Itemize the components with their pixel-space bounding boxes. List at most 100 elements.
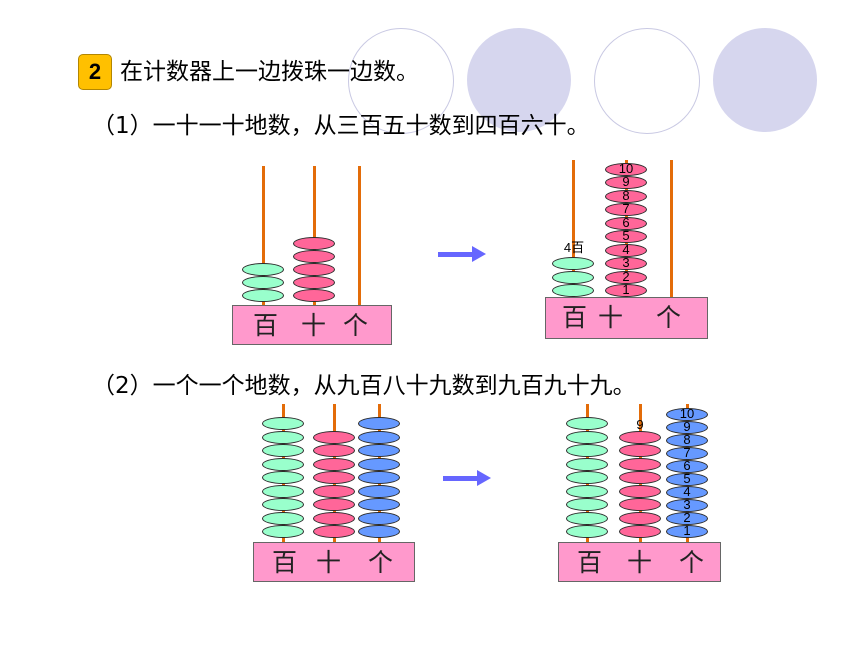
label-hundreds: 百	[562, 303, 588, 332]
bead	[666, 473, 708, 486]
bead	[293, 289, 335, 302]
bead	[605, 189, 647, 203]
bead-number-label: 7	[683, 445, 691, 460]
bead	[605, 216, 647, 230]
label-hundreds: 百	[577, 548, 603, 577]
bead-number-label: 1	[622, 282, 630, 297]
question-2: （2）一个一个地数，从九百八十九数到九百九十九。	[92, 373, 636, 399]
bead	[666, 512, 708, 525]
bead	[605, 284, 647, 297]
bead	[552, 284, 594, 297]
bead	[605, 162, 647, 176]
bead	[262, 417, 304, 430]
rod-hundreds	[572, 160, 575, 300]
bead-number-label: 10	[618, 160, 634, 176]
tens-bead-label: 9	[636, 417, 644, 432]
abacus-base: 百 十 个	[232, 305, 392, 345]
bead-number-label: 3	[683, 497, 691, 512]
bead	[552, 270, 594, 284]
bead	[358, 498, 400, 511]
bead-number-label: 7	[622, 201, 630, 216]
bead	[313, 525, 355, 538]
bead	[262, 525, 304, 538]
bead-number-label: 5	[622, 228, 630, 243]
bead	[262, 430, 304, 444]
bead	[313, 498, 355, 511]
bead	[262, 484, 304, 498]
decor-circle-3	[594, 28, 700, 134]
bead	[566, 430, 608, 444]
bead-number-label: 6	[683, 458, 691, 473]
bead	[605, 203, 647, 216]
bead	[619, 430, 661, 444]
bead	[358, 417, 400, 430]
bead	[566, 457, 608, 471]
bead-number-label: 6	[622, 214, 630, 230]
bead	[313, 457, 355, 471]
bead	[605, 257, 647, 270]
bead	[566, 484, 608, 498]
label-ones: 个	[343, 311, 369, 340]
abacus-base: 百 十 个	[545, 297, 708, 339]
bead-number-label: 9	[683, 419, 691, 434]
bead	[566, 417, 608, 430]
decor-circle-4	[713, 28, 817, 132]
bead	[666, 447, 708, 460]
bead	[619, 484, 661, 498]
label-ones: 个	[679, 548, 705, 577]
bead	[666, 460, 708, 473]
label-tens: 十	[316, 548, 342, 577]
rod-ones	[670, 160, 673, 300]
decor-circle-1	[348, 28, 454, 134]
bead	[619, 498, 661, 511]
bead	[552, 257, 594, 270]
bead-number-label: 8	[622, 187, 630, 203]
label-tens: 十	[301, 311, 327, 340]
problem-title: 在计数器上一边拨珠一边数。	[120, 59, 419, 85]
bead	[313, 511, 355, 525]
bead-number-label: 1	[683, 523, 691, 538]
bead	[313, 471, 355, 484]
bead	[605, 230, 647, 243]
bead	[566, 471, 608, 484]
bead-number-label: 9	[622, 174, 630, 189]
bead	[666, 525, 708, 538]
bead-number-label: 10	[679, 406, 695, 421]
bead	[293, 263, 335, 276]
bead	[605, 243, 647, 257]
bead	[619, 471, 661, 484]
bead	[242, 289, 284, 302]
bead	[358, 457, 400, 471]
bead	[566, 498, 608, 511]
bead	[619, 525, 661, 538]
decor-circle-2	[467, 28, 571, 132]
bead-number-label: 3	[622, 255, 630, 270]
bead-number-label: 5	[683, 471, 691, 486]
bead	[566, 444, 608, 457]
bead	[605, 176, 647, 189]
bead	[313, 444, 355, 457]
bead	[666, 434, 708, 447]
bead	[293, 250, 335, 263]
arrow-right-2	[443, 470, 491, 486]
arrow-right-1	[438, 246, 486, 262]
rod-hundreds	[262, 166, 265, 306]
bead-number-label: 8	[683, 432, 691, 447]
label-tens: 十	[598, 303, 624, 332]
bead	[242, 263, 284, 276]
bead	[293, 276, 335, 289]
bead	[619, 511, 661, 525]
bead	[262, 457, 304, 471]
bead	[358, 471, 400, 484]
bead	[619, 457, 661, 471]
bead	[262, 471, 304, 484]
bead	[313, 430, 355, 444]
label-hundreds: 百	[253, 311, 279, 340]
label-hundreds: 百	[272, 548, 298, 577]
rod-ones	[358, 166, 361, 306]
bead	[262, 511, 304, 525]
bead	[666, 408, 708, 421]
bead	[566, 511, 608, 525]
bead	[358, 525, 400, 538]
bead	[358, 430, 400, 444]
